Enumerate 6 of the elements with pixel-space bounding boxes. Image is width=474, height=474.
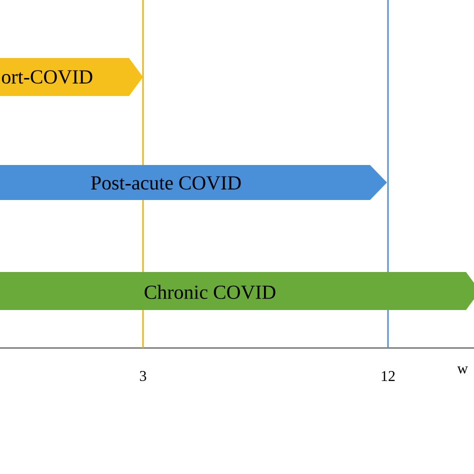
arrow-band: Chronic COVID [0,272,474,310]
arrow-band: Post-acute COVID [0,165,387,200]
tick-label: 3 [140,370,146,382]
tick-label: 12 [382,371,395,381]
arrow-band: ort-COVID [0,58,143,96]
tick-label: w [457,366,468,374]
